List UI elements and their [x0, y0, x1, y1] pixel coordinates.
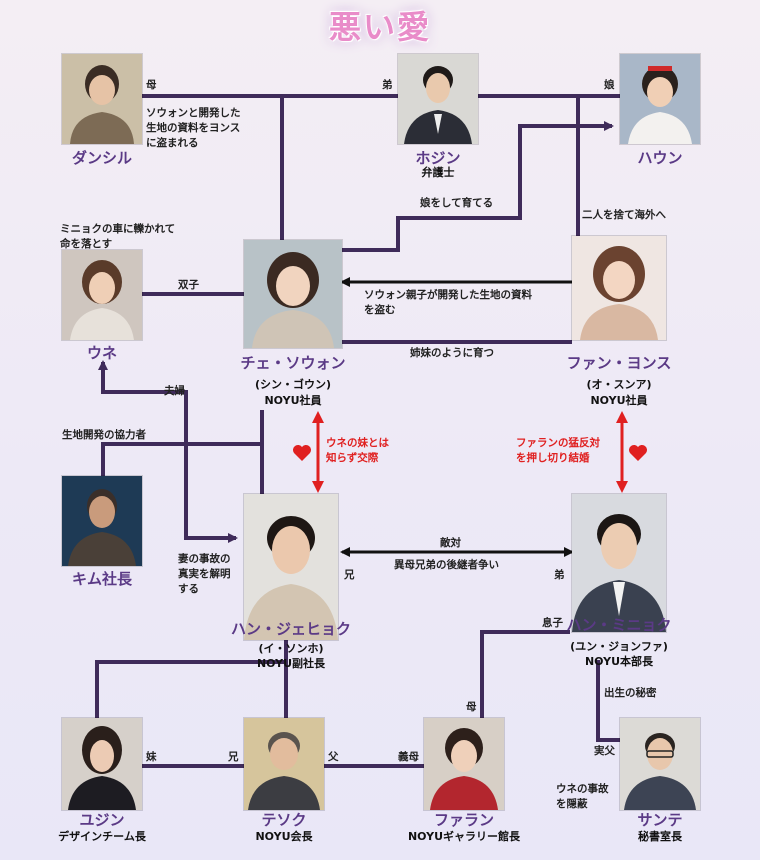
- name-minyok: ハン・ミニョク: [566, 616, 672, 634]
- role-yonsu: NOYU社員: [590, 394, 648, 407]
- line-jehyok-yujin: [95, 640, 288, 718]
- line-minyok-sante: [596, 660, 620, 742]
- label-birth-secret: 出生の秘密: [604, 687, 657, 699]
- label-elder-brother2: 兄: [228, 751, 239, 763]
- note-une: ミニョクの車に轢かれて 命を落とす: [60, 223, 176, 250]
- photo-yonsu: [572, 236, 666, 340]
- label-daughter1: 娘: [604, 79, 615, 91]
- role-yujin: デザインチーム長: [58, 830, 146, 843]
- photo-danshiru: [62, 54, 142, 144]
- note-cover-up: ウネの事故 を隠蔽: [556, 783, 609, 810]
- line-couple: [101, 364, 238, 543]
- actor-minyok: (ユン・ジョンファ): [570, 640, 668, 653]
- name-yujin: ユジン: [79, 811, 125, 829]
- role-tesok: NOYU会長: [255, 830, 313, 843]
- role-hojin: 弁護士: [421, 166, 455, 179]
- actor-soon: (シン・ゴウン): [254, 378, 332, 391]
- label-mother2: 母: [466, 701, 477, 713]
- photo-jehyok: [244, 494, 338, 640]
- name-jehyok: ハン・ジェヒョク: [230, 620, 351, 638]
- name-haun: ハウン: [637, 149, 683, 167]
- label-father: 父: [328, 751, 339, 763]
- label-abandon: 二人を捨て海外へ: [582, 209, 666, 221]
- photo-tesok: [244, 718, 324, 810]
- photo-faran: [424, 718, 504, 810]
- role-sante: 秘書室長: [638, 830, 682, 843]
- name-faran: ファラン: [433, 811, 494, 829]
- label-rival: 敵対: [440, 537, 461, 549]
- role-minyok: NOYU本部長: [584, 655, 654, 668]
- note-truth: 妻の事故の 真実を解明 する: [178, 553, 231, 595]
- line-faran-minyok: [480, 630, 570, 718]
- label-unaware: ウネの妹とは 知らず交際: [326, 437, 389, 464]
- photo-kim: [62, 476, 142, 566]
- photo-soon: [244, 240, 342, 348]
- name-tesok: テソク: [261, 811, 307, 829]
- role-faran: NOYUギャラリー館長: [407, 830, 521, 843]
- photo-une: [62, 250, 142, 340]
- label-cooperator: 生地開発の協力者: [62, 429, 146, 441]
- name-soon: チェ・ソウォン: [240, 354, 346, 372]
- name-danshiru: ダンシル: [71, 149, 132, 167]
- photo-haun: [620, 54, 700, 144]
- label-stole: ソウォン親子が開発した生地の資料 を盗む: [364, 289, 532, 316]
- role-jehyok: NOYU副社長: [256, 657, 326, 670]
- name-sante: サンテ: [637, 811, 683, 829]
- line-raise-daughter: [342, 121, 614, 252]
- name-kim: キム社長: [71, 570, 132, 588]
- label-twins: 双子: [178, 279, 199, 291]
- label-younger-sister: 妹: [146, 751, 157, 763]
- label-against: ファランの猛反対 を押し切り結婚: [516, 437, 600, 464]
- photo-hojin: [398, 54, 478, 144]
- label-son: 息子: [542, 617, 563, 629]
- photo-sante: [620, 718, 700, 810]
- heart-icon-right: [629, 445, 647, 461]
- heart-icon-left: [293, 445, 311, 461]
- label-younger-brother1: 弟: [382, 79, 393, 91]
- name-une: ウネ: [86, 344, 117, 362]
- label-real-father: 実父: [594, 745, 615, 757]
- photo-minyok: [572, 494, 666, 632]
- name-yonsu: ファン・ヨンス: [566, 354, 672, 372]
- name-hojin: ホジン: [415, 149, 461, 167]
- actor-yonsu: (オ・スンア): [586, 378, 652, 391]
- label-stepmother: 義母: [398, 751, 419, 763]
- label-rival-sub: 異母兄弟の後継者争い: [394, 559, 499, 571]
- label-younger-brother2: 弟: [554, 569, 565, 581]
- note-danshiru: ソウォンと開発した 生地の資料をヨンス に盗まれる: [146, 107, 241, 149]
- label-mother1: 母: [146, 79, 157, 91]
- line-cooperator: [101, 442, 262, 476]
- label-elder-brother: 兄: [344, 569, 355, 581]
- actor-jehyok: (イ・ソンホ): [258, 642, 324, 655]
- photo-yujin: [62, 718, 142, 810]
- diagram-title: 悪い愛: [328, 8, 431, 46]
- label-raise-daughter: 娘をして育てる: [420, 197, 494, 209]
- label-couple: 夫婦: [164, 385, 185, 397]
- label-sisters: 姉妹のように育つ: [410, 347, 494, 359]
- role-soon: NOYU社員: [264, 394, 322, 407]
